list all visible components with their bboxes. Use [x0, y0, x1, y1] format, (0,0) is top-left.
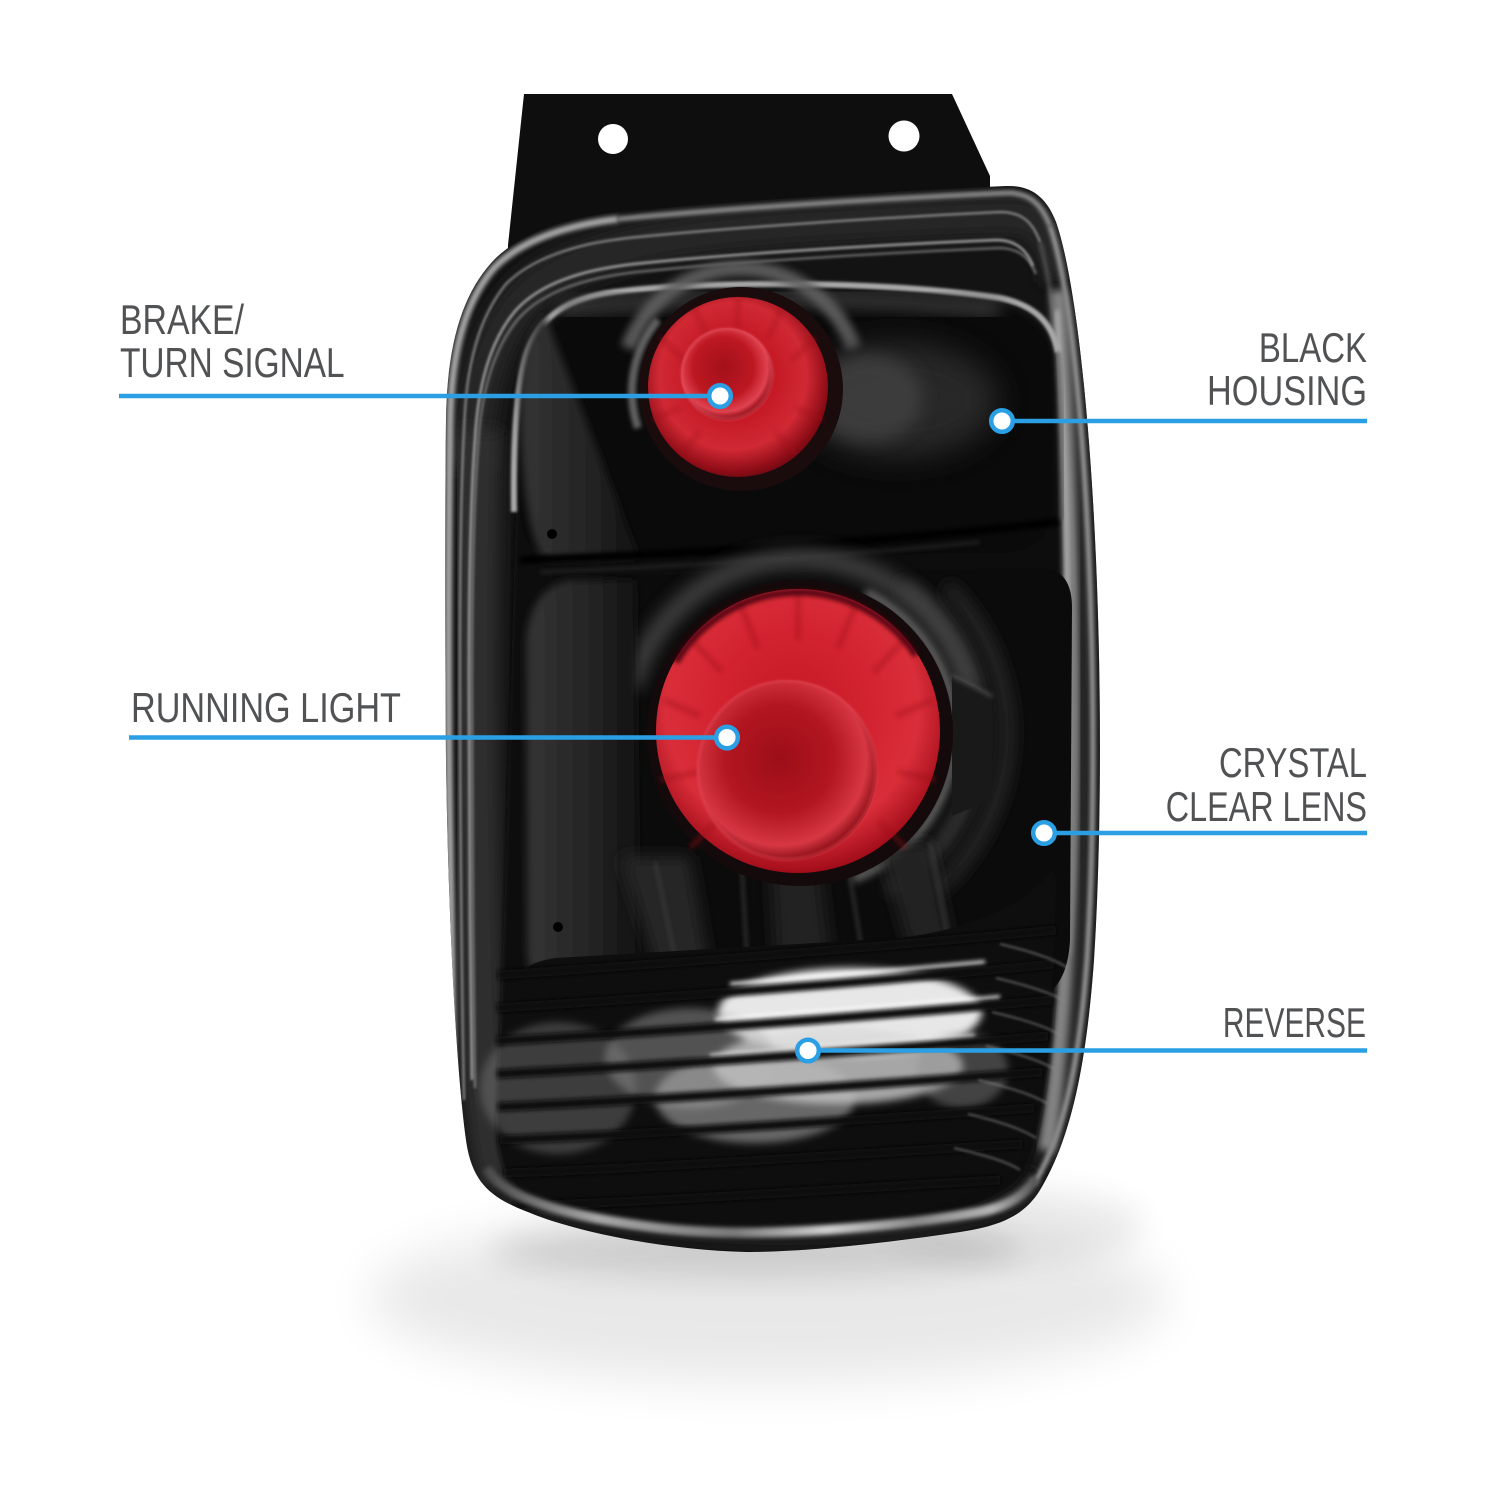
svg-text:RUNNING LIGHT: RUNNING LIGHT [131, 685, 401, 732]
svg-text:HOUSING: HOUSING [1207, 368, 1367, 415]
svg-text:CLEAR LENS: CLEAR LENS [1166, 783, 1367, 830]
svg-text:CRYSTAL: CRYSTAL [1219, 739, 1367, 786]
svg-text:REVERSE: REVERSE [1223, 999, 1366, 1046]
svg-text:TURN SIGNAL: TURN SIGNAL [120, 340, 345, 386]
svg-text:BLACK: BLACK [1259, 324, 1367, 371]
svg-text:BRAKE/: BRAKE/ [120, 297, 244, 344]
